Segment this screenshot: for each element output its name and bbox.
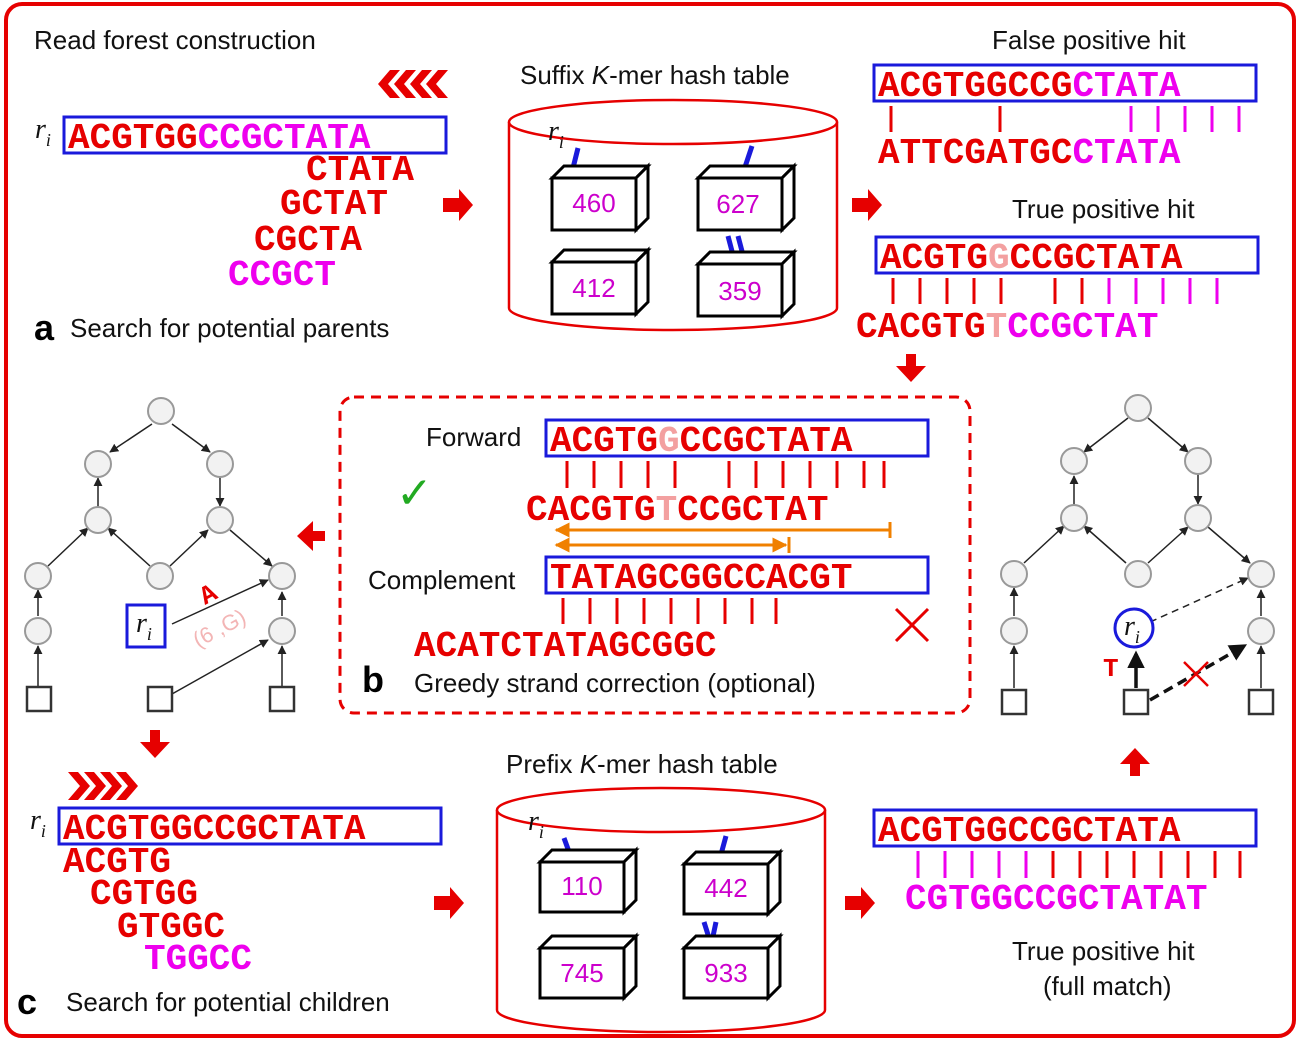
overlap-span-arrows bbox=[554, 522, 892, 553]
full-match-candidate: CGTGGCCGCTATAT bbox=[905, 879, 1207, 920]
left-read-forest bbox=[24, 397, 296, 713]
false-hit-candidate: ATTCGATGCCTATA bbox=[878, 133, 1181, 174]
outer-frame bbox=[4, 2, 1296, 1038]
forward-match: CACGTGTCCGCTAT bbox=[526, 490, 828, 531]
full-match-title-1: True positive hit bbox=[1012, 936, 1195, 966]
suffix-table-title: Suffix K-mer hash table bbox=[520, 60, 790, 90]
forward-alignment-ticks bbox=[565, 461, 886, 488]
prefix-bucket-933: 933 bbox=[680, 932, 784, 1002]
svg-text:745: 745 bbox=[560, 958, 603, 988]
svg-text:933: 933 bbox=[704, 958, 747, 988]
suffix-bucket-627: 627 bbox=[694, 162, 798, 234]
true-positive-title: True positive hit bbox=[1012, 194, 1195, 224]
strand-correction-panel bbox=[338, 395, 972, 715]
arrow-to-right-forest bbox=[1120, 748, 1150, 776]
prefix-kmer-1: ACGTG bbox=[63, 842, 171, 883]
read-forest-title: Read forest construction bbox=[34, 25, 316, 55]
svg-text:359: 359 bbox=[718, 276, 761, 306]
complement-alignment-ticks bbox=[561, 598, 778, 624]
suffix-kmer-2: GCTAT bbox=[280, 184, 388, 225]
full-match-read-box bbox=[872, 808, 1258, 848]
svg-text:627: 627 bbox=[716, 189, 759, 219]
suffix-kmer-1: CTATA bbox=[306, 150, 414, 191]
arrow-to-full-match bbox=[845, 887, 875, 919]
arrow-to-hits bbox=[852, 189, 882, 221]
full-match-read: ACGTGGCCGCTATA bbox=[878, 811, 1181, 852]
arrow-to-strand-correction bbox=[896, 354, 926, 382]
suffix-kmer-4: CCGCT bbox=[228, 255, 336, 296]
panel-a-caption: Search for potential parents bbox=[70, 313, 389, 343]
prefix-kmer-2: CGTGG bbox=[90, 874, 198, 915]
panel-b-letter: b bbox=[362, 659, 384, 700]
panel-c-caption: Search for potential children bbox=[66, 987, 390, 1017]
arrow-to-left-forest bbox=[297, 521, 325, 551]
edge-letter-t: T bbox=[1103, 654, 1119, 684]
suffix-table-ri-label: ri bbox=[548, 116, 564, 152]
check-mark-icon: ✓ bbox=[396, 468, 433, 519]
complement-match: ACATCTATAGCGGC bbox=[414, 626, 716, 667]
complement-read-box bbox=[544, 555, 930, 595]
read-box-a bbox=[62, 115, 448, 155]
removed-edge-cross-icon bbox=[1183, 661, 1209, 687]
true-hit-candidate: CACGTGTCCGCTAT bbox=[856, 307, 1158, 348]
true-hit-read: ACGTGGCCGCTATA bbox=[880, 238, 1183, 279]
suffix-bucket-412: 412 bbox=[548, 246, 652, 318]
prefix-table-title: Prefix K-mer hash table bbox=[506, 749, 778, 779]
true-hit-alignment-ticks bbox=[891, 278, 1219, 304]
suffix-bucket-460: 460 bbox=[548, 162, 652, 234]
left-forest-ri-label: ri bbox=[136, 608, 152, 644]
prefix-table-ri-label: ri bbox=[528, 806, 544, 842]
arrow-to-prefix-table bbox=[434, 887, 464, 919]
false-hit-read-box bbox=[872, 63, 1258, 103]
suffix-direction-chevrons bbox=[378, 70, 448, 98]
prefix-direction-chevrons bbox=[68, 772, 138, 800]
prefix-bucket-745: 745 bbox=[536, 932, 640, 1002]
read-ri-label-c: ri bbox=[30, 805, 46, 841]
arrow-to-prefix-search bbox=[140, 730, 170, 758]
forward-label: Forward bbox=[426, 422, 521, 452]
arrow-to-suffix-table bbox=[443, 189, 473, 221]
full-match-title-2: (full match) bbox=[1043, 971, 1172, 1001]
right-forest-ri-label: ri bbox=[1124, 611, 1140, 647]
left-forest-ri-node bbox=[125, 603, 167, 649]
forward-read-box bbox=[544, 418, 930, 458]
suffix-bucket-359: 359 bbox=[694, 248, 798, 320]
false-hit-alignment-ticks bbox=[889, 106, 1241, 132]
panel-c-letter: c bbox=[17, 981, 37, 1022]
svg-text:110: 110 bbox=[561, 871, 602, 901]
cross-mark-icon bbox=[894, 607, 930, 643]
forward-read: ACGTGGCCGCTATA bbox=[550, 421, 853, 462]
panel-b-caption: Greedy strand correction (optional) bbox=[414, 668, 816, 698]
prefix-kmer-4: TGGCC bbox=[144, 939, 252, 980]
true-hit-read-box bbox=[874, 235, 1260, 275]
prefix-kmer-3: GTGGC bbox=[117, 907, 225, 948]
read-box-c bbox=[57, 806, 443, 846]
full-match-alignment-ticks bbox=[916, 851, 1242, 878]
complement-label: Complement bbox=[368, 565, 516, 595]
svg-text:442: 442 bbox=[704, 873, 747, 903]
false-positive-title: False positive hit bbox=[992, 25, 1186, 55]
right-forest-ri-node bbox=[1113, 607, 1155, 649]
right-read-forest bbox=[1000, 394, 1275, 716]
complement-read: TATAGCGGCCACGT bbox=[550, 558, 852, 599]
prefix-bucket-110: 110 bbox=[536, 846, 640, 916]
svg-text:412: 412 bbox=[572, 273, 615, 303]
suffix-kmer-3: CGCTA bbox=[254, 220, 362, 261]
svg-text:460: 460 bbox=[572, 188, 615, 218]
read-sequence-a: ACGTGGCCGCTATA bbox=[68, 118, 371, 159]
read-sequence-c: ACGTGGCCGCTATA bbox=[63, 809, 366, 850]
read-ri-label-a: ri bbox=[35, 114, 51, 150]
false-hit-read: ACGTGGCCGCTATA bbox=[878, 66, 1181, 107]
prefix-bucket-442: 442 bbox=[680, 848, 784, 918]
panel-a-letter: a bbox=[34, 307, 55, 348]
